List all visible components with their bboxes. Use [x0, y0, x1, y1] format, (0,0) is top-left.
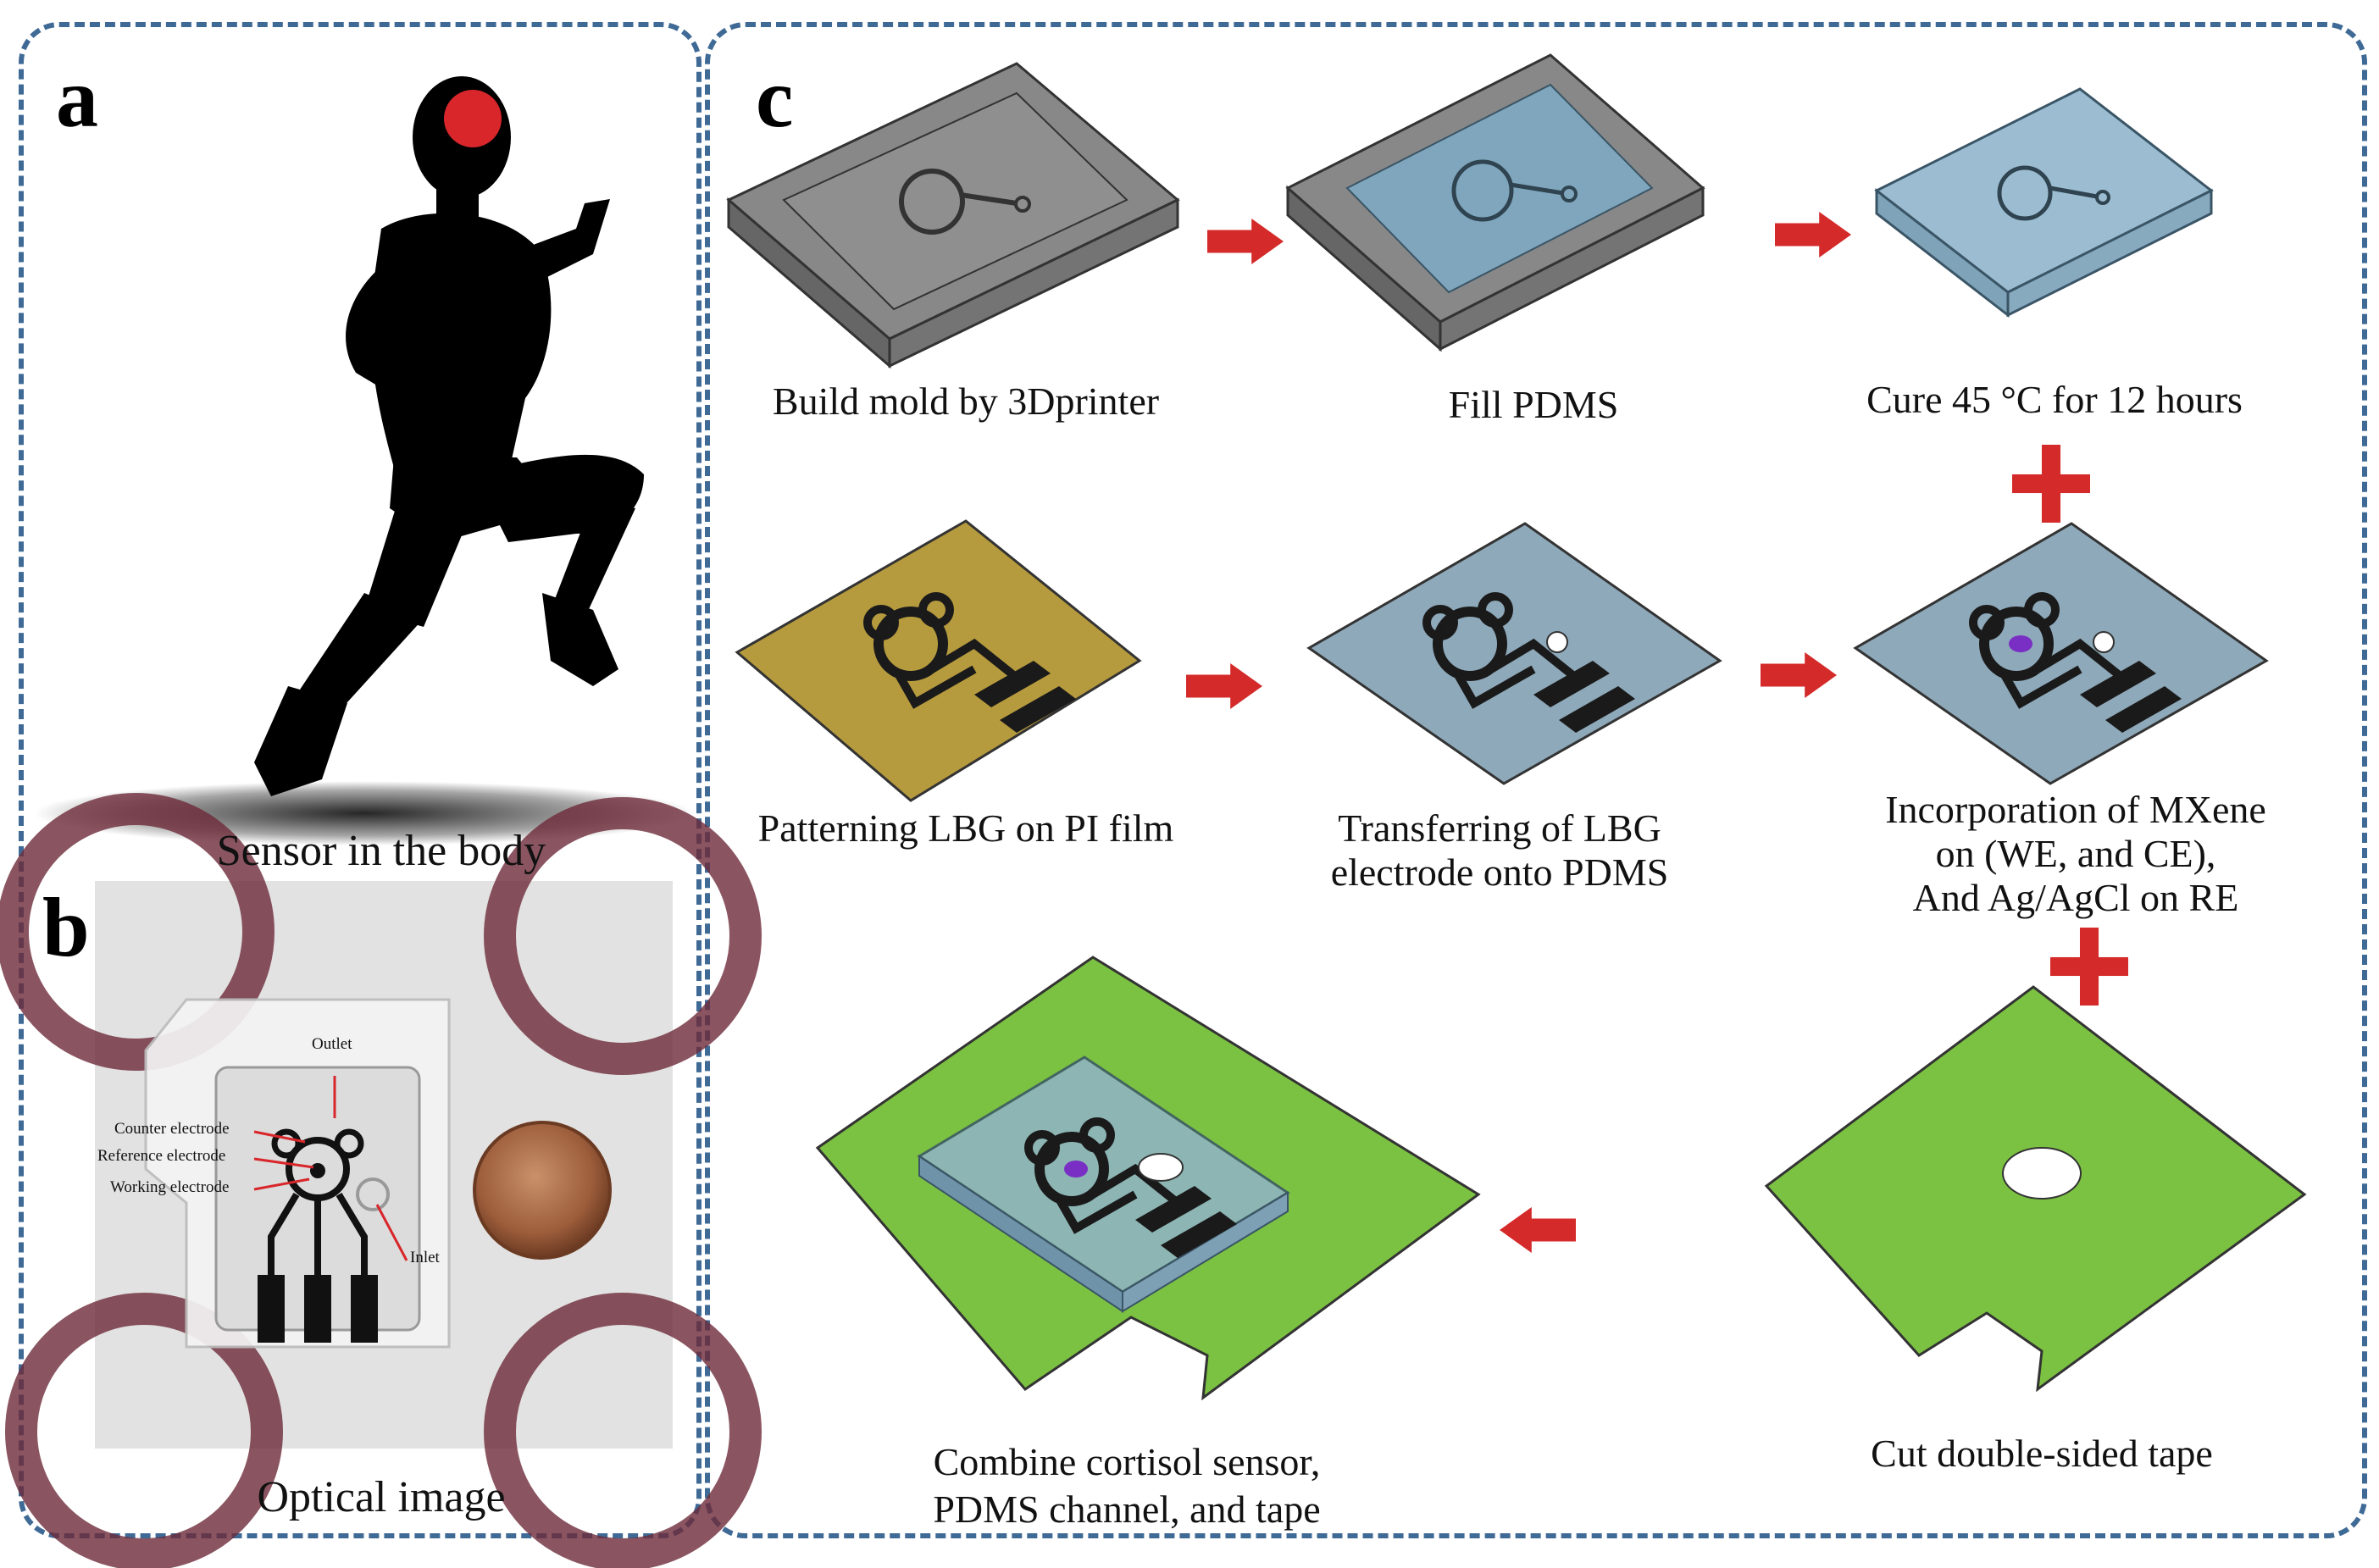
sensor-location-dot	[444, 90, 502, 147]
caption-optical-image: Optical image	[257, 1473, 506, 1521]
caption-incorporation-line-3: And Ag/AgCl on RE	[1912, 876, 2239, 919]
label-outlet: Outlet	[312, 1035, 352, 1053]
caption-incorporation-line-2: on (WE, and CE),	[1935, 832, 2216, 875]
mold-3d-printed	[726, 62, 1180, 369]
pi-film-lbg-pattern	[735, 519, 1142, 802]
label-inlet: Inlet	[410, 1249, 440, 1266]
caption-transfer-line-2: electrode onto PDMS	[1330, 850, 1669, 894]
panel-label-c: c	[756, 51, 794, 145]
flow-arrow-2	[1775, 212, 1851, 258]
mxene-modified-electrode	[1853, 522, 2269, 785]
panel-label-a: a	[56, 51, 98, 145]
optical-image	[0, 793, 762, 1568]
caption-cure: Cure 45 °C for 12 hours	[1866, 378, 2243, 421]
panel-label-b: b	[42, 880, 90, 974]
caption-cut-tape: Cut double-sided tape	[1871, 1432, 2213, 1475]
caption-build-mold: Build mold by 3Dprinter	[772, 380, 1160, 423]
caption-incorporation-line-1: Incorporation of MXene	[1885, 788, 2266, 831]
label-counter-electrode: Counter electrode	[114, 1120, 230, 1138]
panel-ab-frame	[19, 22, 702, 1538]
assembled-cortisol-sensor	[815, 956, 1481, 1401]
caption-fill-pdms: Fill PDMS	[1448, 383, 1619, 426]
caption-combine-line-1: Combine cortisol sensor,	[933, 1440, 1321, 1483]
cured-pdms-channel	[1874, 87, 2214, 319]
caption-combine-line-2: PDMS channel, and tape	[933, 1488, 1321, 1531]
lbg-on-pdms	[1306, 522, 1722, 785]
panel-c-frame	[705, 22, 2367, 1538]
caption-transfer-line-1: Transferring of LBG	[1338, 806, 1661, 850]
flow-arrow-4	[1761, 652, 1837, 698]
flow-arrow-1	[1207, 219, 1284, 264]
caption-patterning-lbg: Patterning LBG on PI film	[757, 806, 1174, 850]
double-sided-tape	[1764, 985, 2307, 1393]
caption-sensor-in-body: Sensor in the body	[216, 827, 546, 875]
mold-filled-pdms	[1285, 53, 1705, 352]
flow-arrow-5	[1500, 1207, 1576, 1253]
label-working-electrode: Working electrode	[110, 1178, 230, 1196]
plus-sign-1	[2012, 445, 2090, 523]
flow-arrow-3	[1186, 663, 1262, 709]
plus-sign-2	[2050, 928, 2128, 1006]
label-reference-electrode: Reference electrode	[97, 1147, 226, 1165]
runner-silhouette	[254, 76, 644, 796]
